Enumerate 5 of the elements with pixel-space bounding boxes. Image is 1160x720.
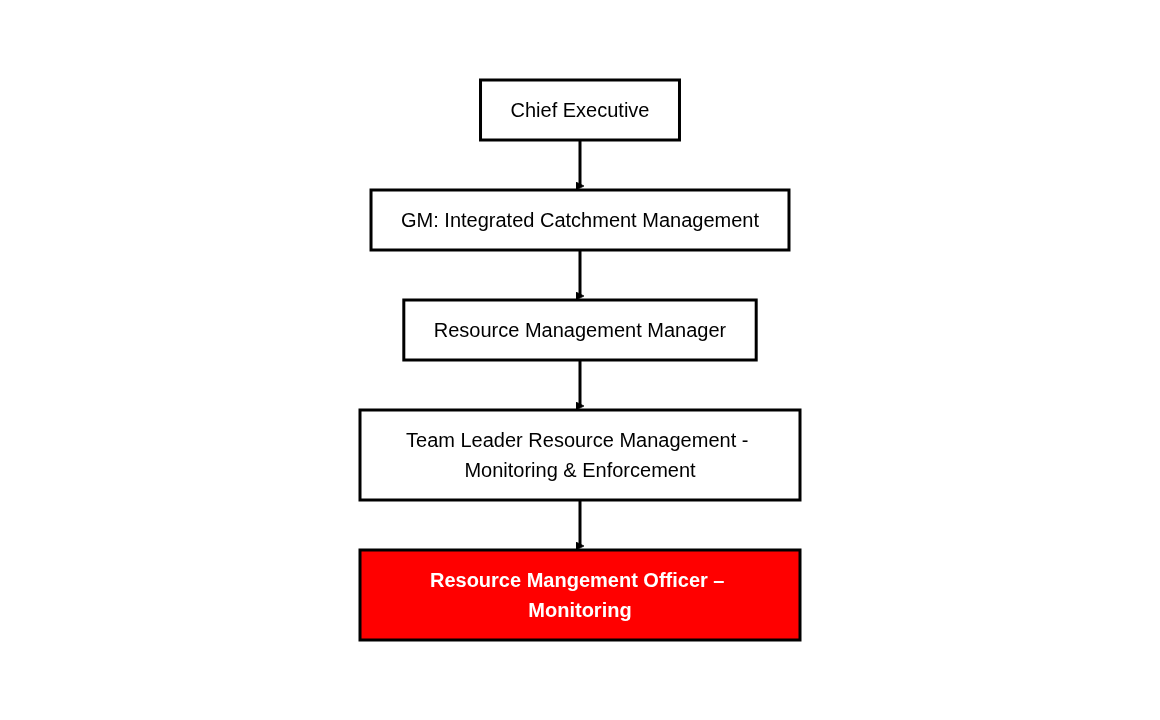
node-box: Resource Management Manager bbox=[402, 298, 758, 362]
node-box: Chief Executive bbox=[479, 78, 681, 142]
node-box: GM: Integrated Catchment Management bbox=[369, 188, 791, 252]
node-box: Team Leader Resource Management - Monitoring & Enforcement bbox=[358, 408, 802, 502]
node-box: Resource Mangement Officer – Monitoring bbox=[358, 548, 802, 642]
